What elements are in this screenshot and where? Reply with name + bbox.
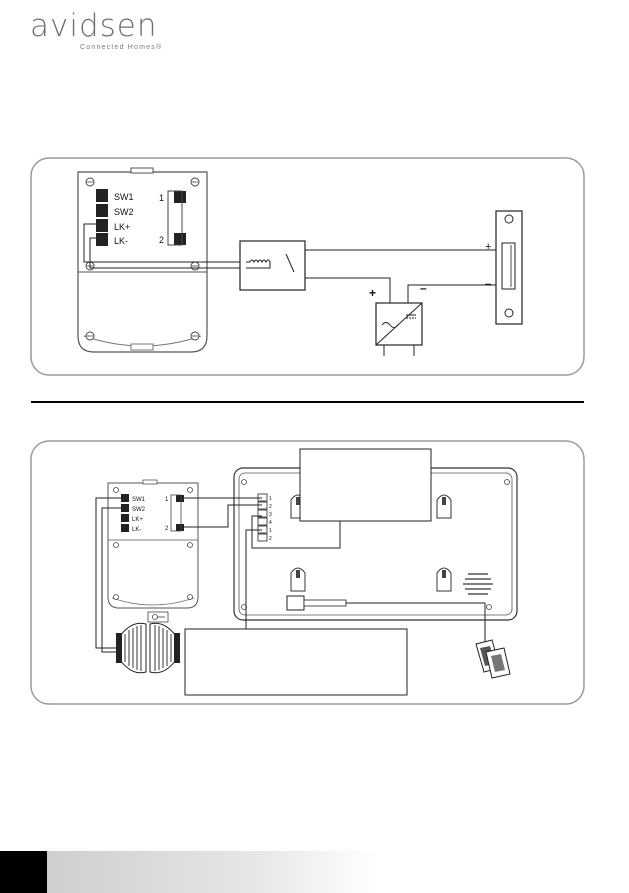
terminal-lk-plus-label: LK+ xyxy=(114,222,130,232)
terminal-lk-minus-label-2: LK- xyxy=(132,527,141,533)
monitor-terminal-6: 2 xyxy=(269,536,272,542)
door-release-icon xyxy=(147,611,169,623)
callout-box-top xyxy=(299,448,432,522)
power-supply: + – xyxy=(369,281,427,346)
power-adapter xyxy=(475,639,511,679)
terminal-lk-plus-label-2: LK+ xyxy=(132,517,143,523)
monitor-terminal-3: 3 xyxy=(269,512,272,518)
monitor-terminal-1: 1 xyxy=(269,496,272,502)
supply-plus-label: + xyxy=(369,286,376,300)
lock-plus-label: + xyxy=(485,241,491,253)
lock-minus-label: – xyxy=(485,278,492,290)
terminal-sw1-label-2: SW1 xyxy=(132,497,146,503)
monitor-terminal-2: 2 xyxy=(269,504,272,510)
terminal-sw2-label-2: SW2 xyxy=(132,507,146,513)
terminal-sw2-label: SW2 xyxy=(114,207,134,217)
footer-page-tab xyxy=(0,851,47,893)
contact-2-label: 2 xyxy=(159,235,164,245)
cable-spool xyxy=(116,622,180,674)
diagram2-wires xyxy=(95,497,486,653)
footer-gradient-bar xyxy=(0,851,629,893)
monitor-terminal-5: 1 xyxy=(269,528,272,534)
contact-1-label-2: 1 xyxy=(165,497,169,503)
brand-logo: avidsen xyxy=(30,8,158,44)
supply-minus-label: – xyxy=(420,281,427,295)
callout-box-bottom xyxy=(184,628,408,696)
contact-2-label-2: 2 xyxy=(165,526,169,532)
electric-lock: + – xyxy=(485,210,523,325)
monitor-terminal-4: 4 xyxy=(269,520,272,526)
contact-1-label: 1 xyxy=(159,193,164,203)
terminal-sw1-label: SW1 xyxy=(114,192,134,202)
outdoor-unit-1: SW1 SW2 LK+ LK- 1 2 xyxy=(77,167,208,353)
relay-module xyxy=(239,240,306,291)
terminal-lk-minus-label: LK- xyxy=(114,236,128,246)
outdoor-unit-2: SW1 SW2 LK+ LK- 1 2 xyxy=(107,479,199,609)
brand-tagline: Connected Homes® xyxy=(80,44,163,51)
